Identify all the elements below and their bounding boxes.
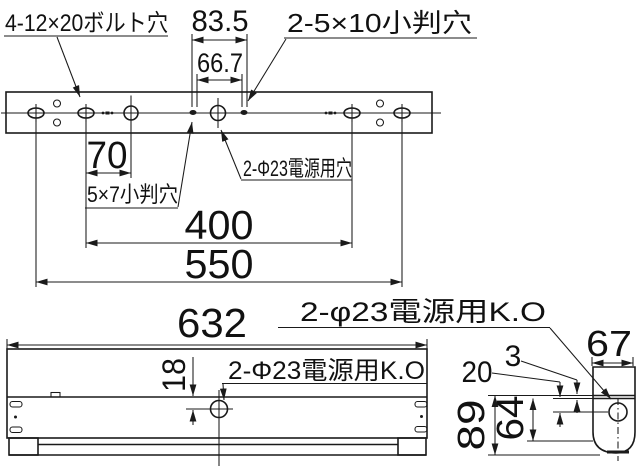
label-knockout-front-text: 2-Φ23電源用K.O <box>228 357 425 385</box>
front-view: 632 18 2-Φ23電源用K.O <box>6 300 428 466</box>
label-power-holes-text: 2-Φ23電源用穴 <box>243 156 352 181</box>
foot-right <box>397 437 427 456</box>
dim-20: 20 <box>462 356 608 427</box>
end-slots-right <box>414 400 428 433</box>
power-hole-center <box>209 98 227 128</box>
fixture-body-outline <box>6 348 428 439</box>
label-bolt-holes: 4-12×20ボルト穴 <box>4 10 168 98</box>
dim-550-value: 550 <box>185 241 254 287</box>
dim-18-value: 18 <box>156 358 192 392</box>
label-oval-hole-5x7: 5×7小判穴 <box>85 121 194 209</box>
top-view: 83.5 66.7 4-12×20ボルト穴 2-5×10小判穴 70 <box>1 5 477 287</box>
oval-hole-5x7 <box>189 110 197 115</box>
dim-64-value: 64 <box>490 396 532 441</box>
center-mark-right <box>324 111 337 115</box>
seam-tab <box>50 391 61 398</box>
dim-18: 18 <box>156 357 197 425</box>
mounting-plate-outline <box>5 91 433 134</box>
dim-83-5: 83.5 <box>191 5 249 107</box>
label-oval-holes-5x10-text: 2-5×10小判穴 <box>287 8 472 38</box>
dim-66-7-value: 66.7 <box>197 48 243 78</box>
dim-89: 89 <box>451 395 600 456</box>
foot-left <box>8 437 39 456</box>
knockout-hole-end <box>607 398 629 461</box>
knockout-hole-front <box>186 390 233 466</box>
label-knockout-end: 2-φ23電源用K.O <box>278 297 612 400</box>
label-power-holes: 2-Φ23電源用穴 <box>220 129 352 181</box>
center-mark-left <box>101 111 114 115</box>
label-bolt-holes-text: 4-12×20ボルト穴 <box>5 10 168 37</box>
dim-3-value: 3 <box>505 340 522 373</box>
dim-70-value: 70 <box>87 135 128 177</box>
label-oval-hole-5x7-text: 5×7小判穴 <box>87 182 178 207</box>
small-circle-holes-left <box>52 99 62 127</box>
label-knockout-front: 2-Φ23電源用K.O <box>219 357 427 401</box>
small-circle-holes-right <box>375 99 385 127</box>
dim-67: 67 <box>586 323 634 367</box>
label-knockout-end-text: 2-φ23電源用K.O <box>300 297 546 327</box>
dim-632-value: 632 <box>177 300 247 346</box>
dim-67-value: 67 <box>586 323 632 364</box>
end-cap-outline <box>592 366 636 454</box>
dim-550: 550 <box>35 118 403 287</box>
dim-632: 632 <box>6 300 428 350</box>
dim-64: 64 <box>490 396 593 442</box>
end-view: 2-φ23電源用K.O 67 3 20 <box>278 297 636 461</box>
dim-66-7: 66.7 <box>196 48 243 107</box>
dim-70: 70 <box>85 118 132 248</box>
dim-83-5-value: 83.5 <box>192 5 249 38</box>
dim-89-value: 89 <box>451 400 493 451</box>
dim-3: 3 <box>488 340 593 413</box>
end-slots-left <box>9 400 23 434</box>
oval-hole-5x10 <box>240 110 248 115</box>
dim-400-value: 400 <box>185 202 254 248</box>
dim-20-value: 20 <box>462 356 493 389</box>
dim-400: 400 <box>86 118 353 248</box>
label-oval-holes-5x10: 2-5×10小判穴 <box>247 8 477 102</box>
